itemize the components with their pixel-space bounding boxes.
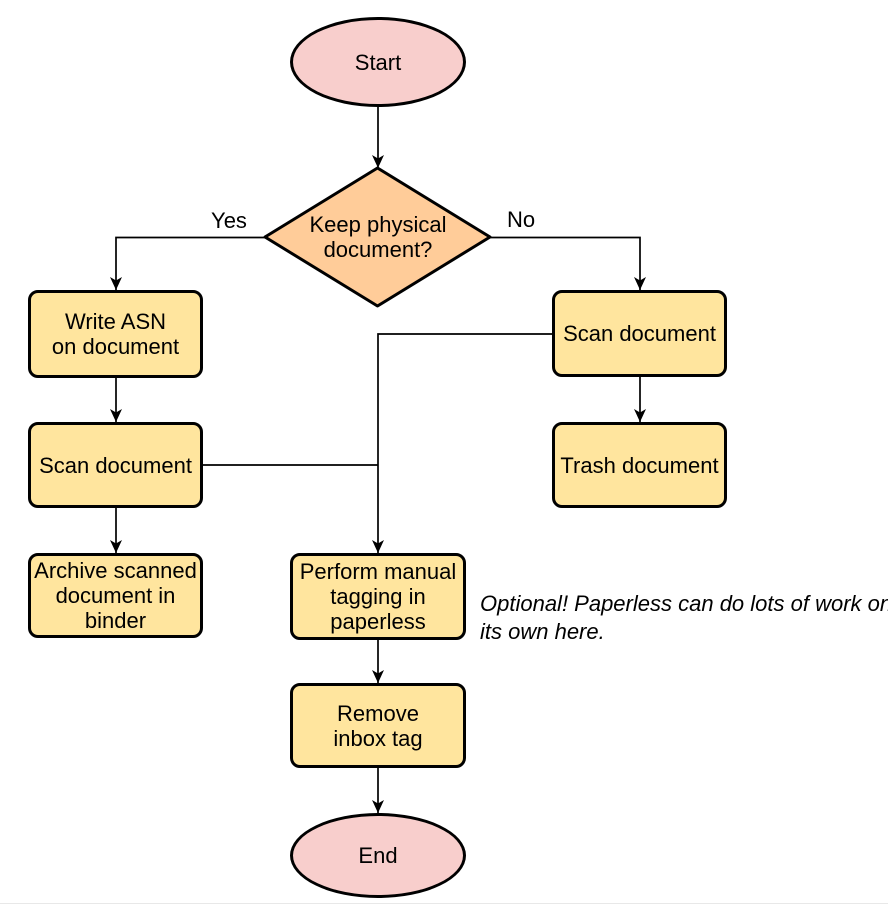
node-label: Remove xyxy=(337,700,419,726)
node-write-asn: Write ASN on document xyxy=(28,290,203,378)
node-label: on document xyxy=(51,334,180,359)
node-scan-document-right: Scan document xyxy=(552,290,727,377)
node-label: Scan document xyxy=(39,452,192,478)
edge-decision-no-to-scan-right xyxy=(490,236,646,290)
node-label: paperless xyxy=(330,609,426,634)
edge-label-yes: Yes xyxy=(211,208,247,233)
node-manual-tagging: Perform manual tagging in paperless xyxy=(290,553,466,640)
node-label: tagging in xyxy=(330,584,426,609)
edge-decision-yes-to-write-asn xyxy=(110,236,265,290)
node-label: inbox tag xyxy=(333,725,423,751)
node-scan-document-left: Scan document xyxy=(28,422,203,508)
node-label: Trash document xyxy=(560,452,719,478)
node-label: document? xyxy=(323,237,433,262)
node-label: Perform manual xyxy=(299,559,457,584)
page-bottom-divider xyxy=(0,903,888,904)
node-label: document in xyxy=(55,583,176,608)
node-label: Keep physical xyxy=(309,212,447,237)
node-label: Archive scanned xyxy=(34,558,197,583)
annotation-optional-note: Optional! Paperless can do lots of work … xyxy=(480,590,888,646)
edge-scan-right-to-tagging xyxy=(372,333,552,553)
edge-label-no: No xyxy=(506,207,536,232)
node-label: Write ASN xyxy=(64,309,167,334)
node-start: Start xyxy=(290,17,466,107)
node-label: Scan document xyxy=(563,321,716,346)
node-end: End xyxy=(290,813,466,898)
node-decision-label: Keep physical document? xyxy=(278,212,478,262)
node-label: End xyxy=(358,843,398,868)
node-label: binder xyxy=(84,608,147,633)
node-archive-document: Archive scanned document in binder xyxy=(28,553,203,638)
node-label: Start xyxy=(354,49,402,75)
node-trash-document: Trash document xyxy=(552,422,727,508)
annotation-line: Optional! Paperless can do lots of work … xyxy=(480,591,888,616)
node-remove-inbox-tag: Remove inbox tag xyxy=(290,683,466,768)
annotation-line: its own here. xyxy=(480,619,605,644)
decision-diamond-shape xyxy=(263,166,492,308)
